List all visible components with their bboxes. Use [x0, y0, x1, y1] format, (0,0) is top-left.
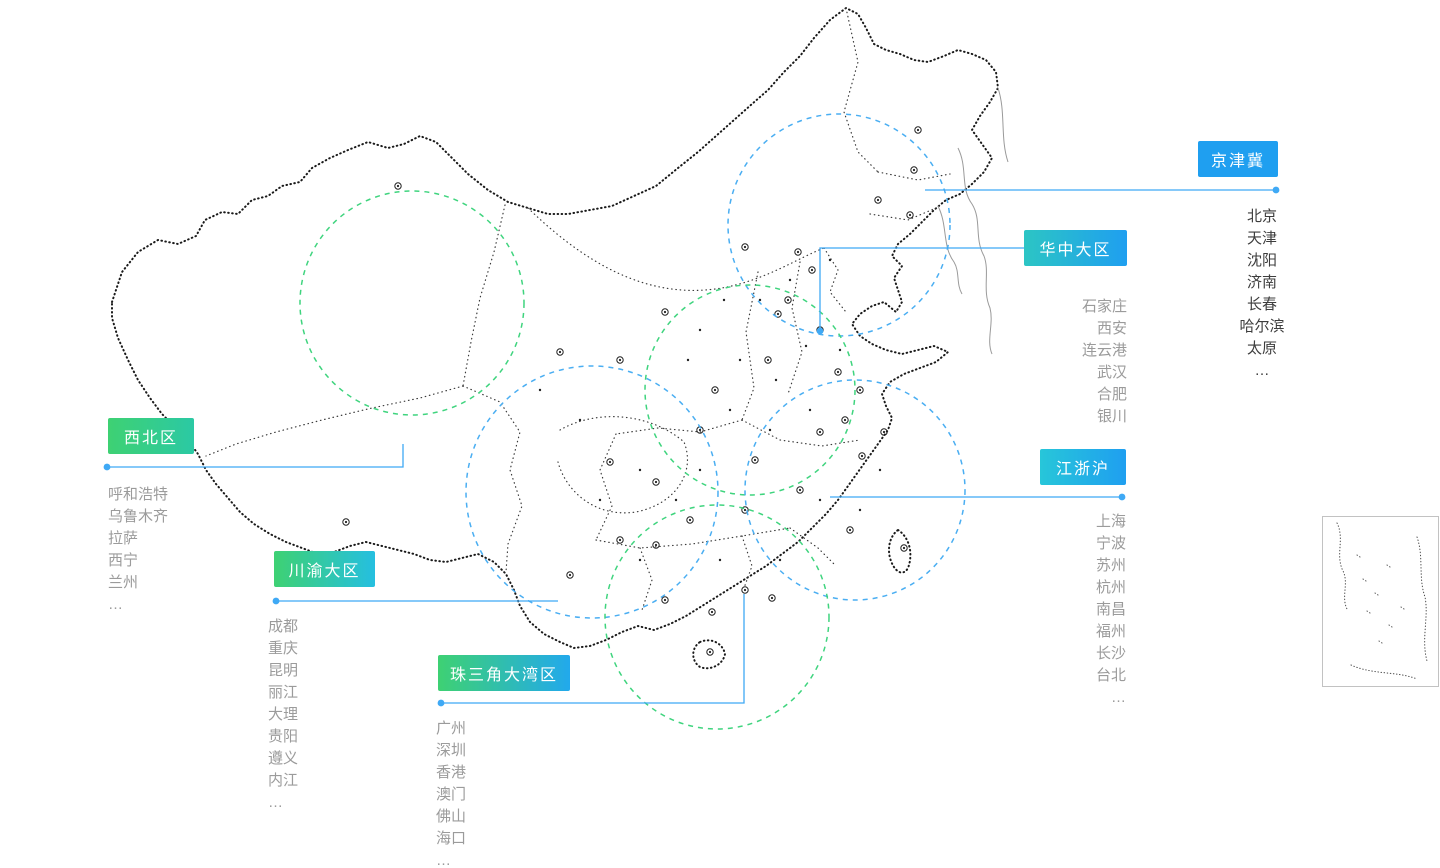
region-badge-xibei[interactable]: 西北区 [108, 418, 194, 454]
city-item: 澳门 [436, 786, 467, 803]
city-item: 呼和浩特 [108, 486, 169, 503]
region-badge-zhusanjiao[interactable]: 珠三角大湾区 [438, 655, 570, 691]
region-city-list-chuanyu: 成都重庆昆明丽江大理贵阳遵义内江 … [268, 616, 298, 814]
city-markers [342, 126, 922, 656]
region-city-list-zhusanjiao: 广州深圳香港澳门佛山海口 … [436, 718, 466, 868]
city-item: … [108, 596, 123, 613]
city-item: 南昌 [1095, 601, 1126, 618]
province-borders [205, 7, 951, 611]
city-item: 大理 [268, 706, 299, 723]
region-circle-huazhong [644, 284, 856, 496]
region-badge-chuanyu[interactable]: 川渝大区 [274, 551, 375, 587]
leader-line-xibei [107, 444, 404, 468]
region-circle-jiangzhehu [744, 379, 966, 601]
city-item: 成都 [268, 618, 299, 635]
city-item: 深圳 [436, 742, 467, 759]
taiwan-island [888, 528, 912, 574]
leader-lines [103, 186, 1280, 707]
city-item: 西安 [1096, 320, 1127, 337]
city-item: 海口 [436, 830, 467, 847]
region-circles [299, 113, 966, 730]
leader-dot-jingjinji [1272, 186, 1280, 194]
city-item: 重庆 [268, 640, 299, 657]
city-item: 宁波 [1095, 535, 1126, 552]
city-item: 台北 [1095, 667, 1126, 684]
city-item: 昆明 [268, 662, 299, 679]
city-item: … [1111, 689, 1126, 706]
city-item: 香港 [436, 764, 467, 781]
neighbor-coastlines [937, 87, 1009, 355]
hainan-island [692, 639, 727, 670]
city-item: 银川 [1096, 408, 1127, 425]
leader-line-huazhong [819, 247, 1026, 330]
leader-line-zhusanjiao [441, 594, 745, 704]
city-item: 广州 [436, 720, 467, 737]
city-item: 遵义 [268, 750, 299, 767]
region-badge-jingjinji[interactable]: 京津冀 [1198, 141, 1278, 177]
city-item: 连云港 [1081, 342, 1127, 359]
region-city-list-jiangzhehu: 上海宁波苏州杭州南昌福州长沙台北 … [1026, 511, 1126, 709]
city-item: 济南 [1246, 274, 1277, 291]
inset-map-svg [1336, 522, 1428, 680]
city-item: 合肥 [1096, 386, 1127, 403]
city-item: … [1254, 362, 1270, 379]
city-item: … [436, 852, 451, 868]
city-item: 杭州 [1095, 579, 1126, 596]
leader-dot-jiangzhehu [1118, 493, 1126, 501]
city-item: 西宁 [108, 552, 139, 569]
city-item: 拉萨 [108, 530, 139, 547]
city-item: 乌鲁木齐 [108, 508, 169, 525]
city-item: 哈尔滨 [1239, 318, 1285, 335]
city-item: 天津 [1246, 230, 1277, 247]
china-outline [111, 6, 1000, 670]
city-item: 石家庄 [1081, 298, 1127, 315]
leader-dot-huazhong [816, 327, 824, 335]
region-circle-chuanyu [465, 365, 719, 619]
region-circle-zhusanjiao [604, 504, 830, 730]
leader-dot-chuanyu [272, 597, 280, 605]
city-item: 沈阳 [1246, 252, 1277, 269]
city-item: 福州 [1095, 623, 1126, 640]
region-city-list-huazhong: 石家庄西安连云港武汉合肥银川 [1027, 296, 1127, 428]
region-badge-jiangzhehu[interactable]: 江浙沪 [1040, 449, 1126, 485]
city-item: 太原 [1246, 340, 1277, 357]
city-item: 贵阳 [268, 728, 299, 745]
city-item: 苏州 [1095, 557, 1126, 574]
city-item: 上海 [1095, 513, 1126, 530]
city-item: 长春 [1246, 296, 1277, 313]
city-item: 武汉 [1096, 364, 1127, 381]
leader-dot-xibei [103, 463, 111, 471]
city-item: 佛山 [436, 808, 467, 825]
leader-dot-zhusanjiao [437, 699, 445, 707]
region-circle-xibei [299, 190, 525, 416]
city-item: 长沙 [1095, 645, 1126, 662]
region-city-list-jingjinji: 北京天津沈阳济南长春哈尔滨太原 … [1199, 206, 1325, 382]
city-item: … [268, 794, 283, 811]
south-china-sea-inset-map [1322, 516, 1439, 687]
region-city-list-xibei: 呼和浩特乌鲁木齐拉萨西宁兰州 … [108, 484, 168, 616]
city-item: 北京 [1246, 208, 1277, 225]
region-badge-huazhong[interactable]: 华中大区 [1024, 230, 1127, 266]
city-item: 内江 [268, 772, 299, 789]
region-circle-jingjinji [727, 113, 951, 337]
city-item: 丽江 [268, 684, 299, 701]
city-item: 兰州 [108, 574, 139, 591]
